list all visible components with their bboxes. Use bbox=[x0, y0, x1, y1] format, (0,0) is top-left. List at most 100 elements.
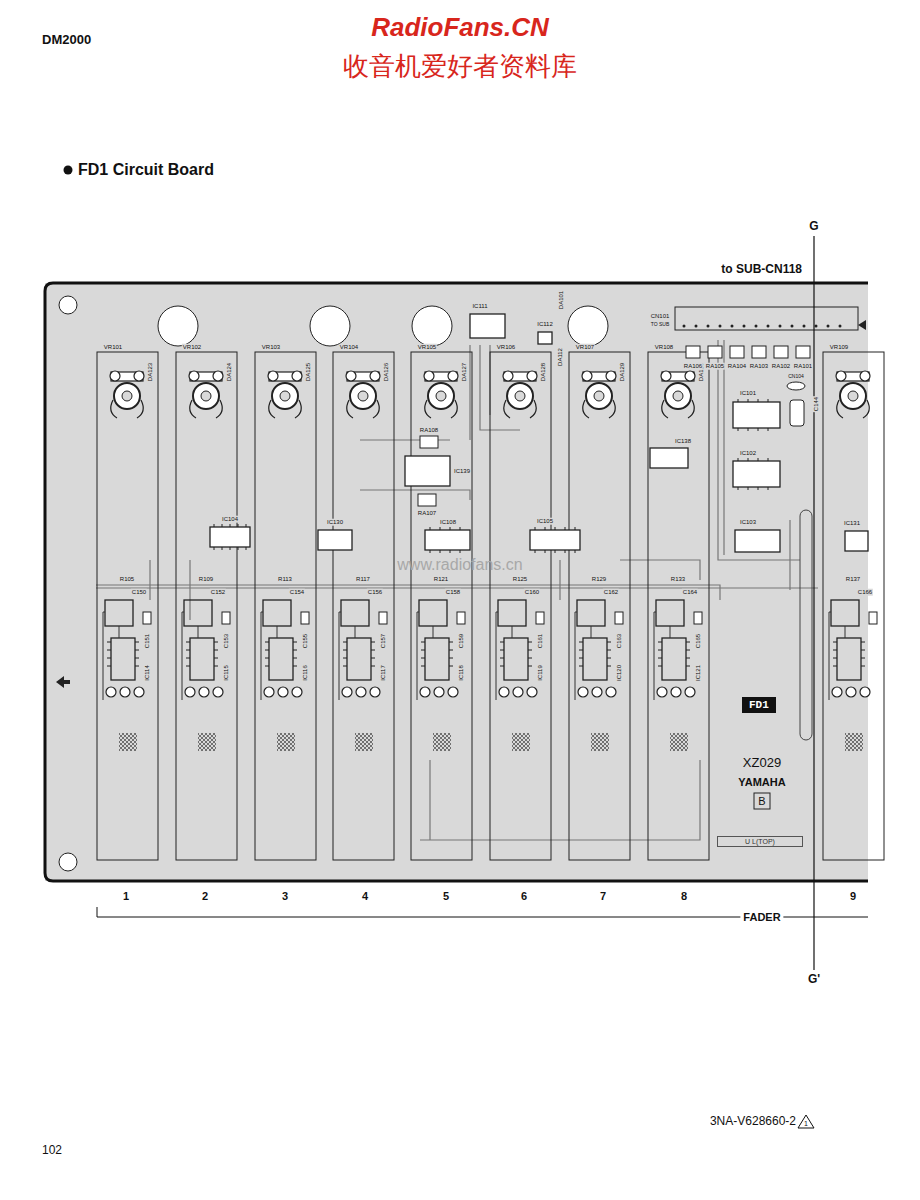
part-ref: IC112 bbox=[536, 321, 554, 328]
section-mark: G bbox=[809, 220, 818, 233]
part-ref: VR104 bbox=[339, 344, 359, 351]
part-ref: VR103 bbox=[261, 344, 281, 351]
part-ref: CN104 bbox=[787, 374, 805, 380]
part-ref: RA102 bbox=[771, 363, 791, 370]
page-number: 102 bbox=[42, 1144, 62, 1157]
fader-number: 4 bbox=[362, 890, 368, 902]
board-code: XZ029 bbox=[743, 756, 781, 770]
part-ref: RA104 bbox=[727, 363, 747, 370]
part-ref: R129 bbox=[591, 576, 607, 583]
connector-note: to SUB-CN118 bbox=[721, 263, 802, 276]
node-text: FD1 bbox=[749, 699, 769, 711]
fader-number: 8 bbox=[681, 890, 687, 902]
part-ref: IC102 bbox=[739, 450, 757, 457]
model-name: DM2000 bbox=[42, 33, 91, 47]
fader-number: 5 bbox=[443, 890, 449, 902]
part-ref: DA128 bbox=[540, 362, 547, 382]
part-ref: RA107 bbox=[417, 510, 437, 517]
part-ref: R133 bbox=[670, 576, 686, 583]
part-ref: R105 bbox=[119, 576, 135, 583]
section-mark: G' bbox=[808, 973, 820, 986]
layer-box: U L(TOP) bbox=[717, 836, 803, 847]
part-ref: CN101 bbox=[650, 313, 671, 320]
node-text: U L(TOP) bbox=[745, 838, 775, 845]
part-ref: R109 bbox=[198, 576, 214, 583]
brand-mark: YAMAHA bbox=[738, 776, 785, 788]
part-ref: C165 bbox=[695, 633, 702, 649]
part-ref: IC139 bbox=[453, 468, 471, 475]
part-ref: IC120 bbox=[616, 664, 623, 682]
fader-number: 3 bbox=[282, 890, 288, 902]
part-ref: DA112 bbox=[557, 347, 564, 367]
part-ref: C151 bbox=[144, 633, 151, 649]
watermark-brand: RadioFans.CN bbox=[371, 13, 549, 42]
part-ref: RA105 bbox=[705, 363, 725, 370]
part-ref: IC111 bbox=[471, 303, 488, 310]
part-ref: C150 bbox=[131, 589, 147, 596]
part-ref: IC119 bbox=[537, 664, 544, 682]
part-ref: IC118 bbox=[458, 664, 465, 682]
board-badge: FD1 bbox=[742, 697, 776, 713]
part-ref: RA101 bbox=[793, 363, 813, 370]
part-ref: DA123 bbox=[147, 362, 154, 382]
part-ref: IC130 bbox=[326, 519, 344, 526]
part-ref: DA129 bbox=[619, 362, 626, 382]
part-ref: IC138 bbox=[674, 438, 692, 445]
part-ref: VR108 bbox=[654, 344, 674, 351]
part-ref: IC131 bbox=[843, 520, 861, 527]
part-ref: DA125 bbox=[305, 362, 312, 382]
part-ref: C163 bbox=[616, 633, 623, 649]
part-ref: VR107 bbox=[575, 344, 595, 351]
part-ref: IC114 bbox=[144, 664, 151, 682]
part-ref: RA106 bbox=[683, 363, 703, 370]
part-ref: R113 bbox=[277, 576, 293, 583]
part-ref: RA108 bbox=[419, 427, 439, 434]
part-ref: DA127 bbox=[461, 362, 468, 382]
part-ref: C159 bbox=[458, 633, 465, 649]
part-ref: IC108 bbox=[439, 519, 457, 526]
group-label: FADER bbox=[740, 911, 783, 923]
part-ref: C160 bbox=[524, 589, 540, 596]
part-ref: VR102 bbox=[182, 344, 202, 351]
revision-mark: 1 bbox=[804, 1120, 808, 1128]
part-ref: C155 bbox=[302, 633, 309, 649]
part-ref: VR101 bbox=[103, 344, 123, 351]
part-ref: R117 bbox=[355, 576, 371, 583]
part-ref: C156 bbox=[367, 589, 383, 596]
watermark: www.radiofans.cn bbox=[397, 556, 522, 574]
part-ref: RA103 bbox=[749, 363, 769, 370]
part-ref: C158 bbox=[445, 589, 461, 596]
part-number: 3NA-V628660-2 bbox=[710, 1115, 796, 1128]
part-ref: DA101 bbox=[558, 290, 565, 310]
part-ref: C153 bbox=[223, 633, 230, 649]
part-ref: R121 bbox=[433, 576, 449, 583]
part-ref: C166 bbox=[857, 589, 873, 596]
part-ref: IC116 bbox=[302, 664, 309, 682]
part-ref: C152 bbox=[210, 589, 226, 596]
part-ref: C161 bbox=[537, 633, 544, 649]
fader-number: 9 bbox=[850, 890, 856, 902]
board-revision: B bbox=[758, 795, 765, 807]
part-ref: VR106 bbox=[496, 344, 516, 351]
part-ref: IC117 bbox=[380, 664, 387, 682]
part-ref: C144 bbox=[813, 396, 820, 412]
fader-number: 6 bbox=[521, 890, 527, 902]
part-ref: IC115 bbox=[223, 664, 230, 682]
part-ref: IC121 bbox=[695, 664, 702, 682]
part-ref: C157 bbox=[380, 633, 387, 649]
fader-number: 1 bbox=[123, 890, 129, 902]
part-ref: IC104 bbox=[221, 516, 239, 523]
board-title: FD1 Circuit Board bbox=[78, 161, 214, 179]
part-ref: VR105 bbox=[417, 344, 437, 351]
part-ref: TO SUB bbox=[650, 322, 671, 328]
part-ref: R125 bbox=[512, 576, 528, 583]
fader-number: 7 bbox=[600, 890, 606, 902]
part-ref: IC105 bbox=[536, 518, 554, 525]
part-ref: DA124 bbox=[226, 362, 233, 382]
part-ref: R137 bbox=[845, 576, 861, 583]
part-ref: C164 bbox=[682, 589, 698, 596]
part-ref: C162 bbox=[603, 589, 619, 596]
part-ref: DA126 bbox=[383, 362, 390, 382]
